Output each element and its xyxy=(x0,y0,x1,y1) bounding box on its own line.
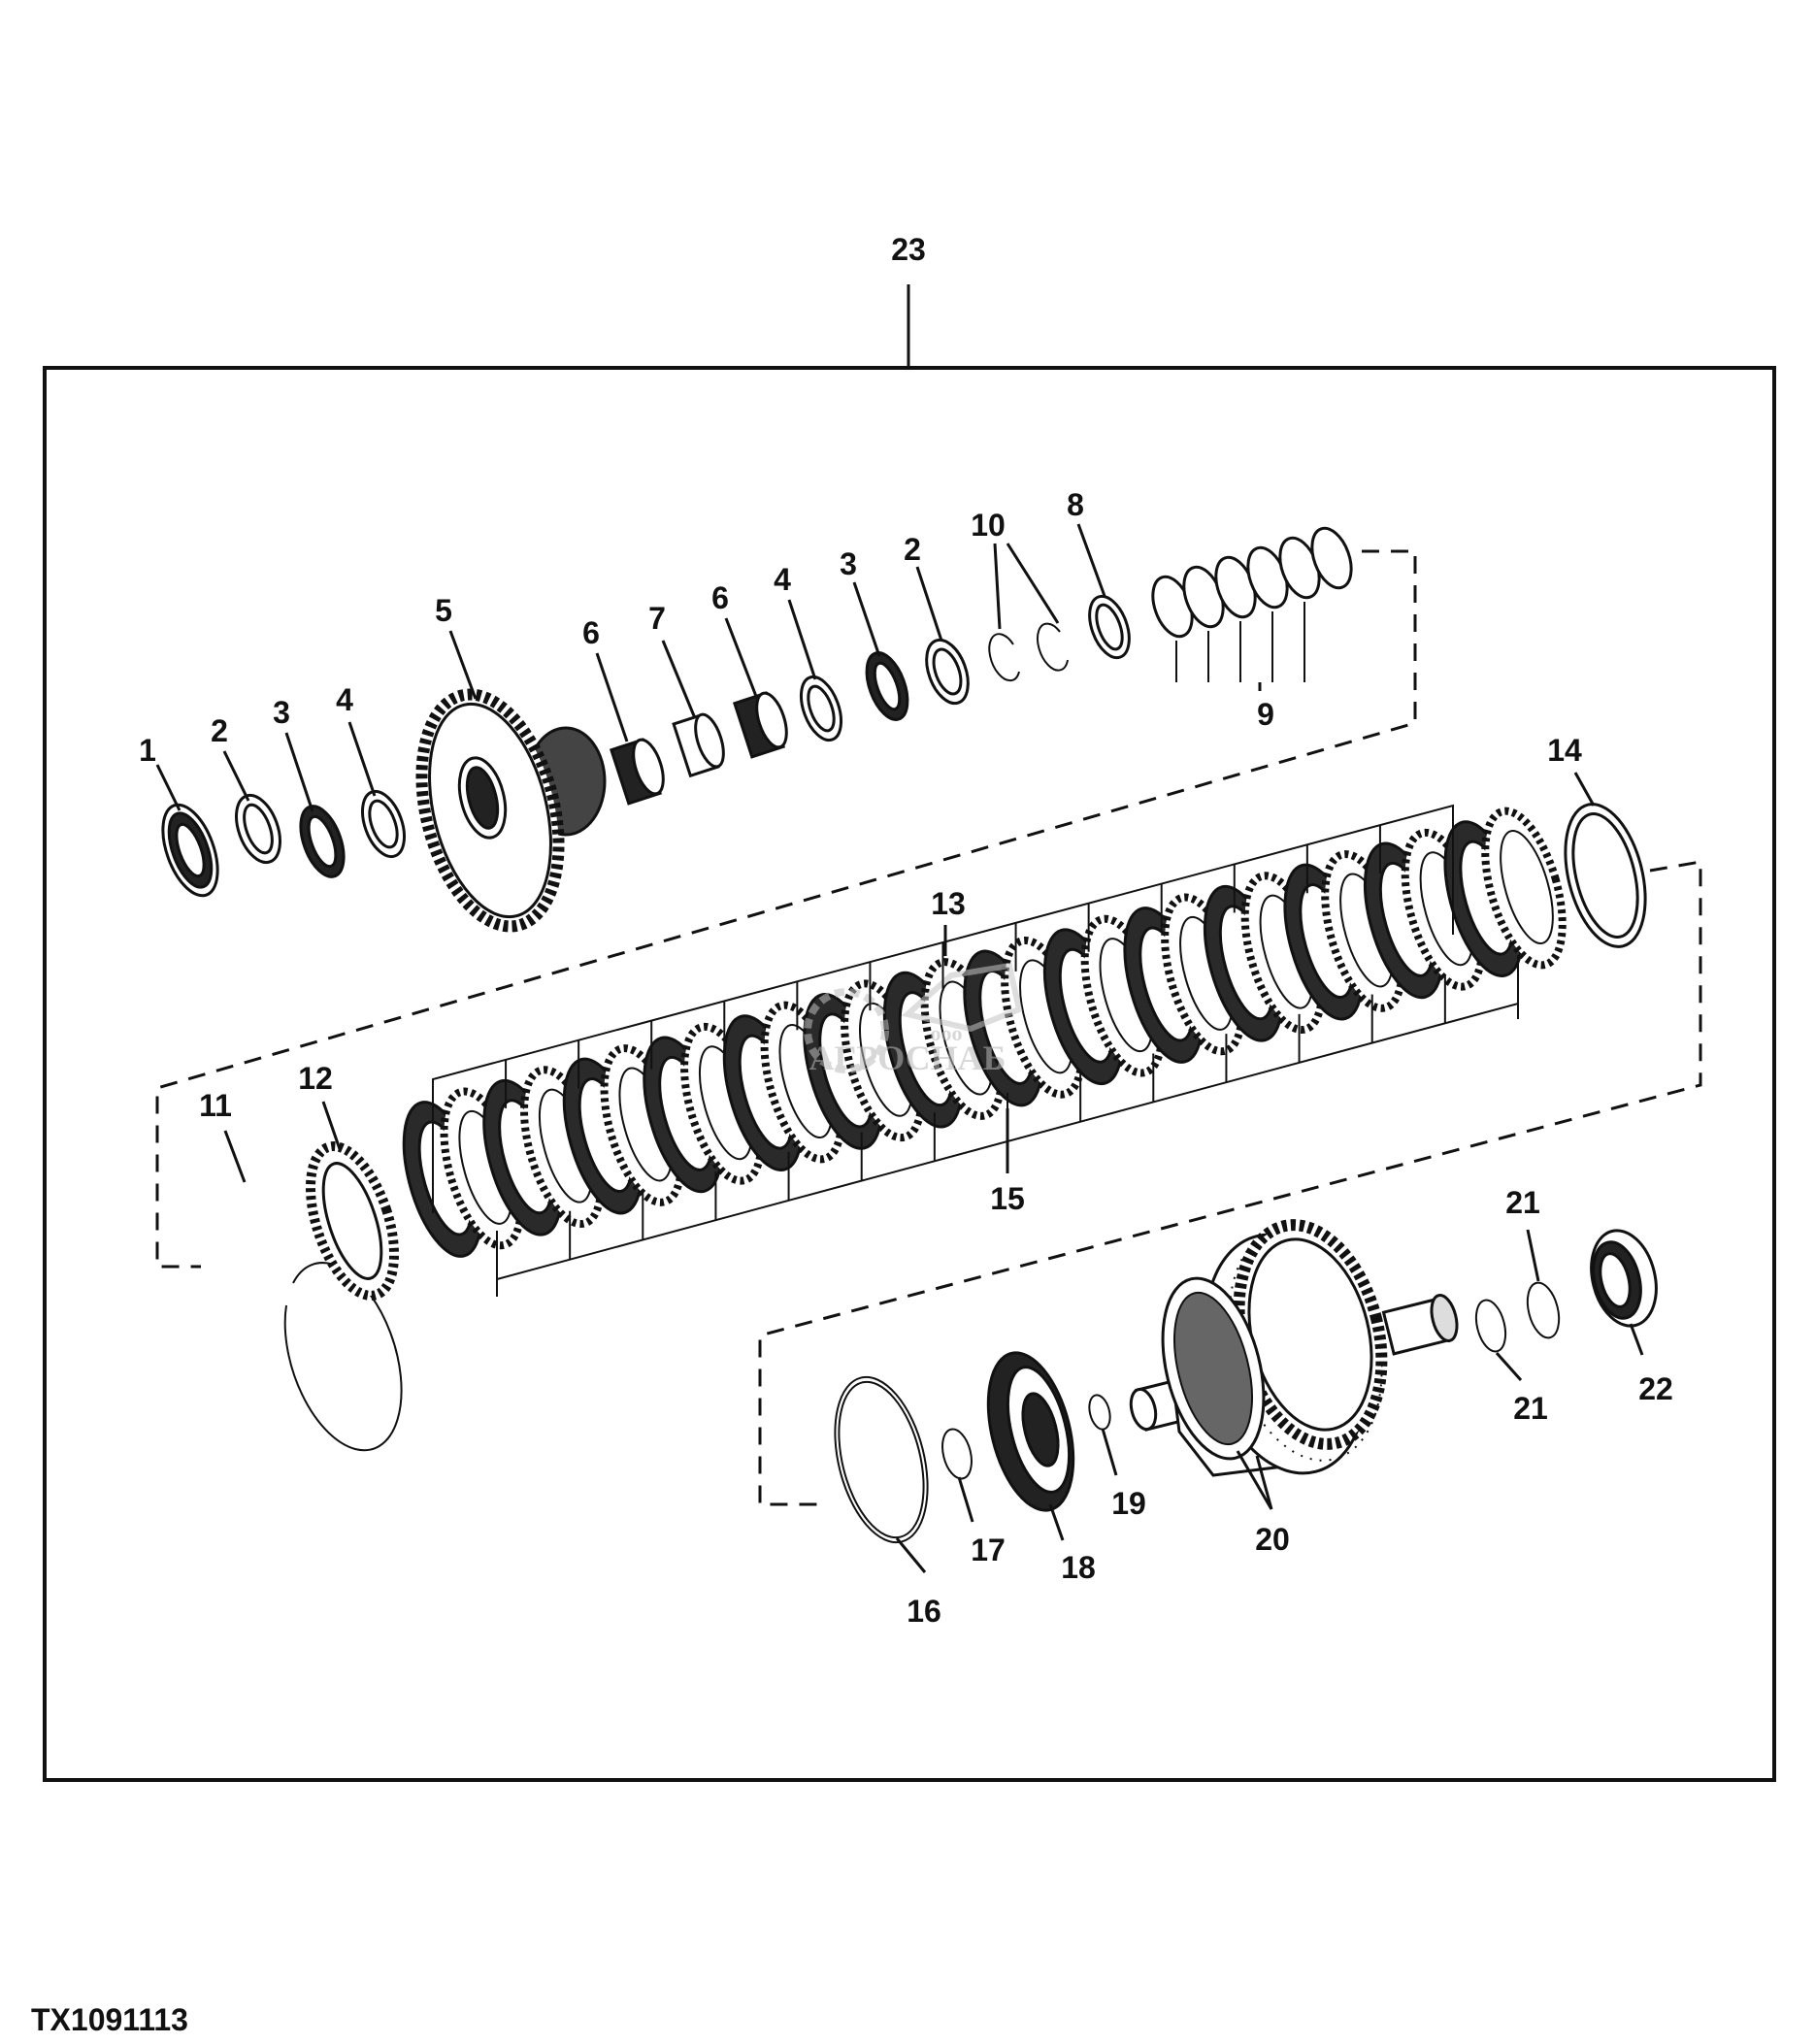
callout-4: 4 xyxy=(336,682,353,717)
watermark-small-text: ооо xyxy=(931,1021,963,1045)
part-19-o-ring xyxy=(1088,1394,1111,1431)
callout-2: 2 xyxy=(211,713,228,748)
callout-16: 16 xyxy=(907,1594,941,1629)
part-1-bearing xyxy=(161,803,219,898)
callout-23: 23 xyxy=(891,232,926,267)
callout-3: 3 xyxy=(273,695,290,730)
callout-15: 15 xyxy=(990,1181,1025,1216)
part-3-thrust-bearing xyxy=(299,805,346,878)
callout-20: 20 xyxy=(1255,1522,1290,1557)
part-21-ring-b xyxy=(1526,1281,1561,1339)
callout-12: 12 xyxy=(298,1061,333,1096)
part-18-piston xyxy=(986,1351,1075,1512)
dashed-outline-middle xyxy=(758,860,1702,1506)
part-21-ring-a xyxy=(1474,1299,1507,1353)
part-2-washer xyxy=(235,793,281,865)
callout-7: 7 xyxy=(648,601,666,636)
part-4-washer-b xyxy=(799,675,843,742)
part-11-snap-ring xyxy=(283,1262,403,1452)
part-3-thrust-bearing-b xyxy=(865,651,909,721)
part-17-o-ring xyxy=(941,1428,973,1480)
part-10-snap-ring-a xyxy=(988,633,1020,682)
part-7-bushing xyxy=(672,712,725,778)
callout-17: 17 xyxy=(971,1533,1006,1567)
callout-labels: 23 1 2 3 4 5 6 7 6 4 3 2 10 8 9 11 12 13… xyxy=(139,232,1673,1629)
part-9-shim-stack xyxy=(1151,526,1353,691)
part-4-washer xyxy=(361,789,406,859)
part-2-washer-b xyxy=(925,638,970,706)
callout-4-b: 4 xyxy=(774,562,791,597)
callout-5: 5 xyxy=(435,593,452,628)
callout-14: 14 xyxy=(1547,733,1582,768)
callout-2-b: 2 xyxy=(904,532,921,567)
callout-13: 13 xyxy=(931,886,966,921)
callout-18: 18 xyxy=(1061,1550,1096,1585)
callout-8: 8 xyxy=(1067,487,1084,522)
plate-bore xyxy=(1500,830,1554,944)
watermark-text: АГРОСНАБ xyxy=(809,1038,1006,1077)
part-5-gear xyxy=(415,688,607,933)
callout-3-b: 3 xyxy=(840,546,857,581)
callout-21-a: 21 xyxy=(1505,1185,1540,1220)
leader-lines xyxy=(155,523,1644,1573)
part-22-bearing xyxy=(1590,1229,1658,1328)
callout-6-b: 6 xyxy=(711,580,729,615)
callout-21-b: 21 xyxy=(1513,1391,1548,1426)
part-16-seal-ring xyxy=(834,1375,929,1544)
clutch-plate-stack xyxy=(402,807,1567,1258)
part-14-ring xyxy=(1564,803,1647,948)
part-6-needle-bearing-b xyxy=(732,691,788,759)
callout-6: 6 xyxy=(582,615,600,650)
dashed-outline-upper xyxy=(155,549,1417,1269)
callout-11: 11 xyxy=(199,1088,232,1123)
watermark-logo: ооо АГРОСНАБ xyxy=(804,962,1023,1077)
callout-19: 19 xyxy=(1111,1486,1146,1521)
part-8-washer xyxy=(1088,594,1131,660)
part-10-snap-ring-b xyxy=(1037,622,1069,672)
callout-9: 9 xyxy=(1257,697,1274,732)
part-12-backing-plate xyxy=(305,1141,400,1301)
figure-id: TX1091113 xyxy=(31,2002,188,2037)
callout-22: 22 xyxy=(1638,1371,1673,1406)
part-6-needle-bearing-a xyxy=(609,738,665,806)
callout-10: 10 xyxy=(971,508,1006,543)
part-20-clutch-housing xyxy=(1129,1219,1459,1477)
callout-1: 1 xyxy=(139,733,156,768)
